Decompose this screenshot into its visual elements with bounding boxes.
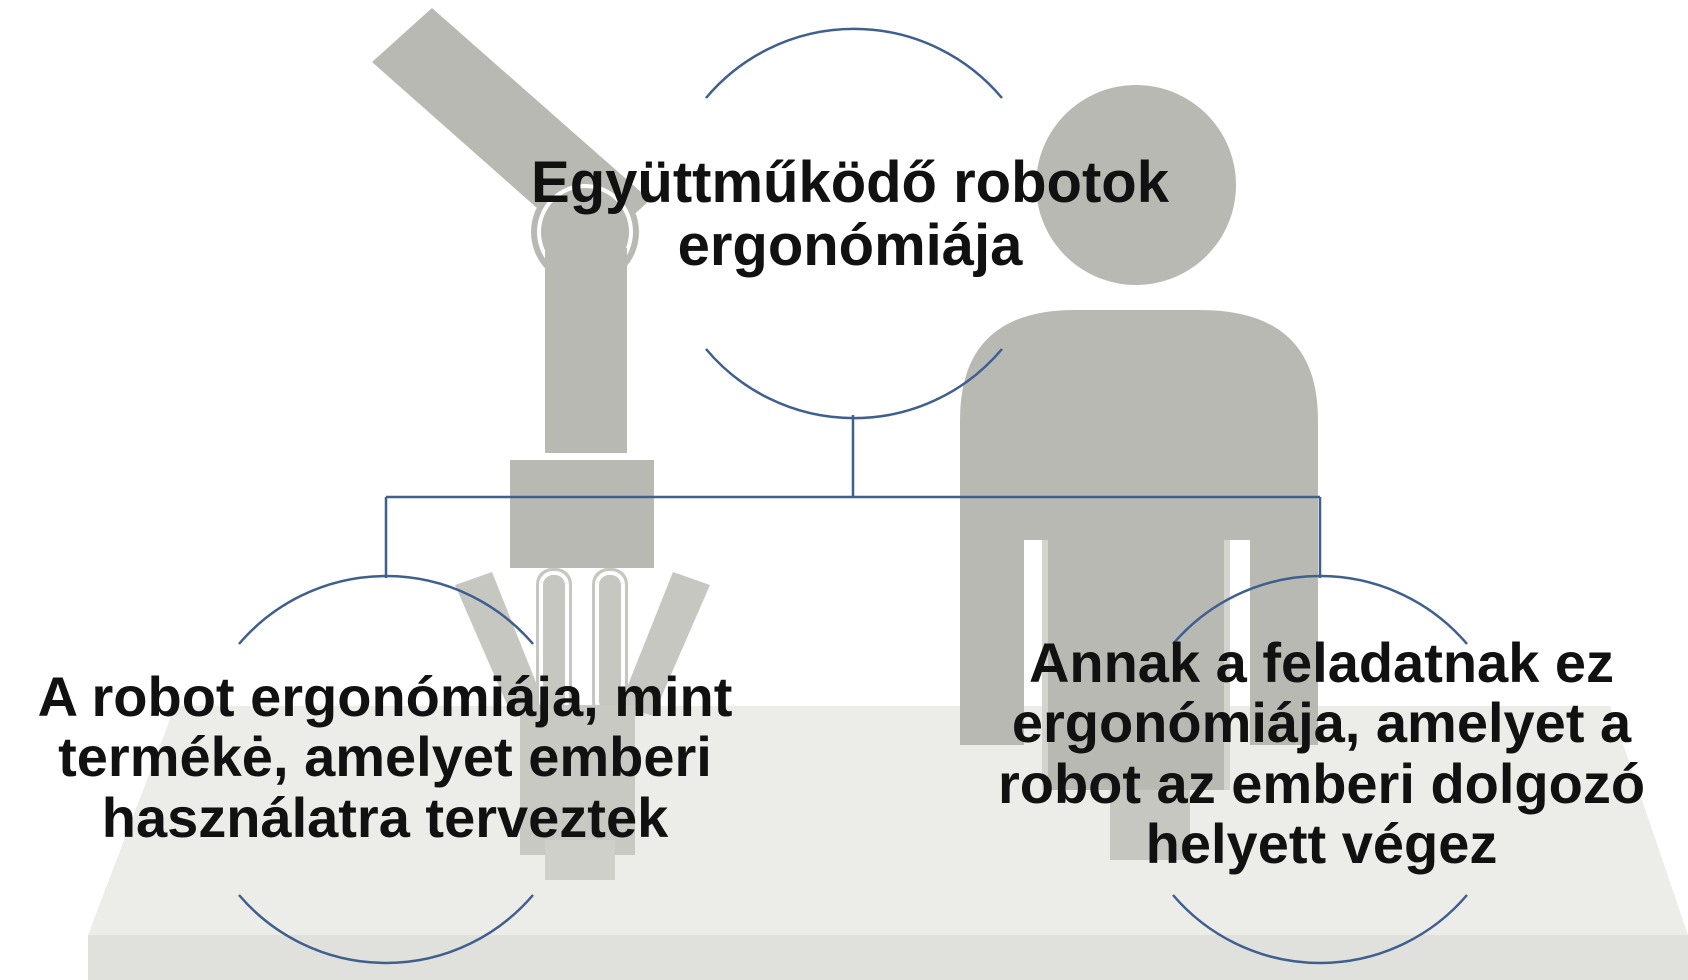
left-node-label: A robot ergonómiája, mint termékė, amely… — [37, 665, 733, 849]
robot-arm-icon — [372, 8, 710, 880]
left-node-arc-lower — [238, 894, 534, 965]
table-icon — [88, 706, 1688, 980]
right-node-arc-lower — [1172, 894, 1468, 965]
left-node-arc-upper — [238, 574, 534, 645]
top-node-arc-upper — [705, 27, 1003, 99]
top-node-arc-lower — [705, 348, 1003, 420]
person-icon — [960, 85, 1318, 860]
right-node-label: Annak a feladatnak ez ergonómiája, amely… — [997, 631, 1646, 876]
tree-connectors — [384, 415, 1322, 578]
top-node-label: Együttműködő robotok ergonómiája — [531, 150, 1169, 278]
node-circles — [238, 27, 1468, 965]
right-node-arc-upper — [1172, 574, 1468, 645]
